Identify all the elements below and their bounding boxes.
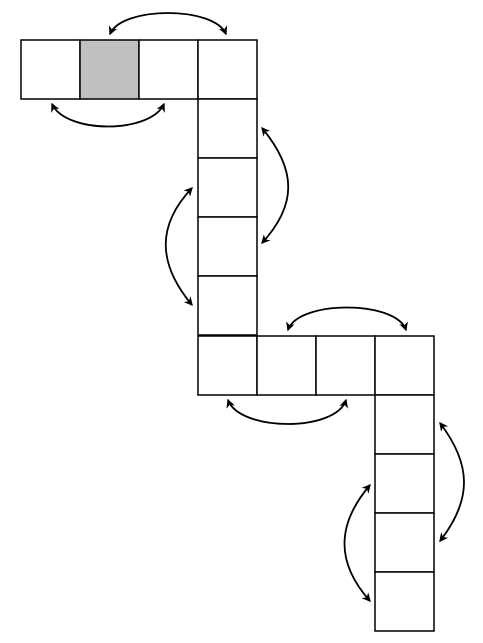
cell: [197, 216, 258, 277]
cell-strip: [20, 39, 435, 632]
cell: [256, 335, 317, 396]
fold-arrows: [51, 12, 465, 603]
double-arrow: [286, 306, 408, 332]
double-arrow: [51, 102, 165, 128]
double-arrow: [439, 421, 465, 543]
cell: [197, 275, 258, 336]
cell: [374, 335, 435, 396]
double-arrow: [343, 483, 371, 603]
cell: [197, 98, 258, 159]
double-arrow: [164, 187, 193, 307]
cell: [197, 157, 258, 218]
cell: [197, 39, 258, 100]
cell: [374, 571, 435, 632]
double-arrow: [261, 126, 290, 244]
cell: [374, 453, 435, 514]
highlighted-cell: [79, 39, 140, 100]
cell: [374, 512, 435, 573]
cell: [315, 335, 376, 396]
cell: [374, 394, 435, 455]
cell: [138, 39, 199, 100]
cell: [20, 39, 81, 100]
double-arrow: [108, 12, 228, 36]
cell: [197, 335, 258, 396]
double-arrow: [226, 398, 348, 425]
